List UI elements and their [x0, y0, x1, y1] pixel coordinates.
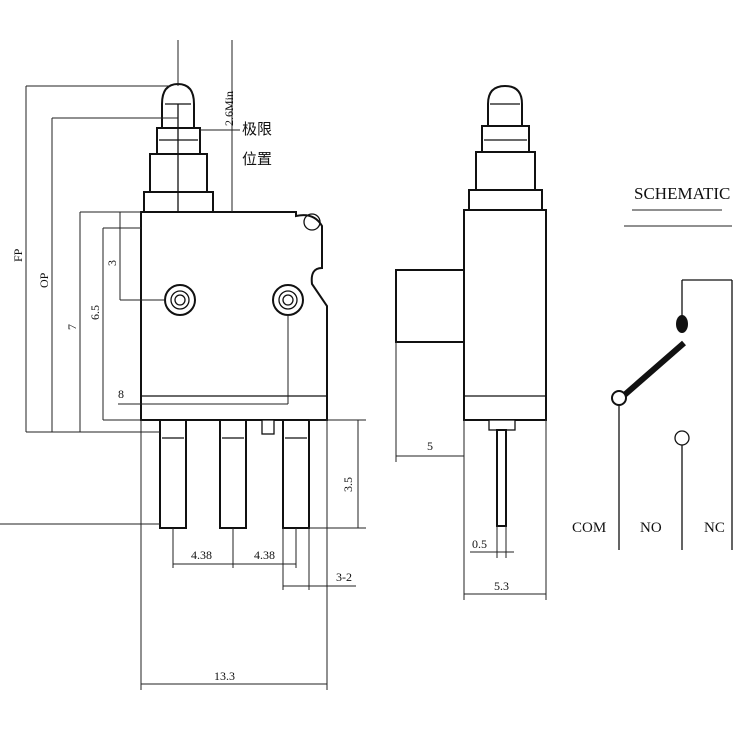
- nc-contact: [676, 315, 688, 333]
- switch-arm: [619, 340, 686, 401]
- dim-8: 8: [118, 387, 124, 401]
- switch-body: [140, 211, 328, 421]
- front-dimension-lines: [0, 40, 366, 690]
- dim-7: 7: [65, 324, 79, 330]
- dim-op: OP: [37, 272, 51, 288]
- com-contact: [611, 390, 627, 406]
- schematic-title: SCHEMATIC: [634, 184, 730, 203]
- dim-body-thickness: 5.3: [494, 579, 509, 593]
- label-com: COM: [572, 520, 606, 536]
- limit-position-line2: 位置: [242, 151, 272, 168]
- dim-total-width: 13.3: [214, 669, 235, 683]
- label-nc: NC: [704, 520, 725, 536]
- dim-pin-thickness: 0.5: [472, 537, 487, 551]
- front-view: FP OP 7 6.5 3 8 2.6Min 极限 位置 3.5 4.38 4.…: [0, 40, 366, 690]
- terminal-pins: [159, 419, 310, 529]
- dim-pitch-2: 4.38: [254, 548, 275, 562]
- label-no: NO: [640, 520, 662, 536]
- dim-lever-length: 5: [427, 439, 433, 453]
- dim-travel: 2.6Min: [222, 91, 236, 126]
- dim-pitch-1: 4.38: [191, 548, 212, 562]
- side-view: 5 0.5 5.3: [395, 84, 547, 600]
- dim-fp: FP: [11, 248, 25, 262]
- plunger: [143, 82, 214, 213]
- dim-pin-length: 3.5: [341, 477, 355, 492]
- dim-6-5: 6.5: [88, 305, 102, 320]
- no-contact: [674, 430, 690, 446]
- dim-pin-width: 3-2: [336, 570, 352, 584]
- limit-position-line1: 极限: [242, 121, 272, 138]
- schematic: SCHEMATIC COM NO NC: [572, 184, 733, 550]
- dim-3: 3: [105, 260, 119, 266]
